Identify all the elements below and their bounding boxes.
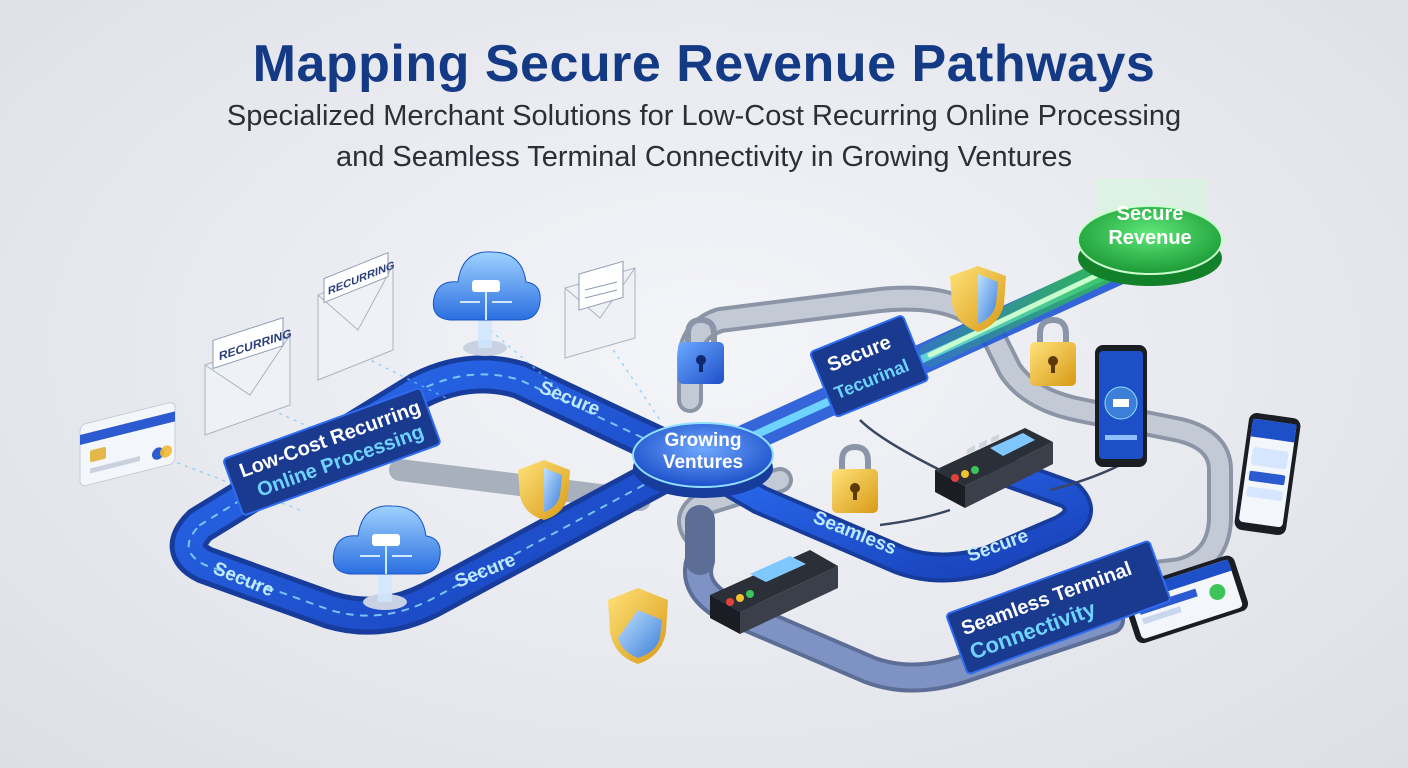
padlock-icon [832,443,878,513]
envelope-icon: RECURRING [317,252,395,381]
hub-label-line2: Ventures [663,452,743,473]
padlock-icon [678,316,724,384]
smartphone-icon [1234,413,1301,536]
hub-node: Growing Ventures [632,422,774,498]
payment-terminal-icon [935,428,1053,508]
online-processing-track [169,355,709,635]
subtitle-line-1: Specialized Merchant Solutions for Low-C… [226,100,1182,132]
credit-card-icon [79,402,176,487]
shield-icon [950,266,1006,332]
secure-revenue-node: Secure Revenue [1077,178,1223,286]
destination-label-line1: Secure [1117,203,1184,225]
destination-label-line2: Revenue [1108,227,1191,249]
hub-label-line1: Growing [664,430,741,451]
subtitle-line-2: and Seamless Terminal Connectivity in Gr… [335,141,1073,173]
envelope-icon [564,260,636,359]
padlock-icon [1030,316,1076,386]
revenue-beam [685,238,1162,475]
cloud-chip-icon [432,251,541,356]
cloud-chip-icon [332,505,441,610]
smartphone-icon [1095,345,1147,467]
shield-icon [518,460,570,520]
payment-terminal-icon [710,550,838,634]
shield-icon [608,588,668,664]
envelope-icon: RECURRING [204,316,292,436]
page-title: Mapping Secure Revenue Pathways [252,35,1156,93]
terminal-connectivity-track [683,450,1125,693]
